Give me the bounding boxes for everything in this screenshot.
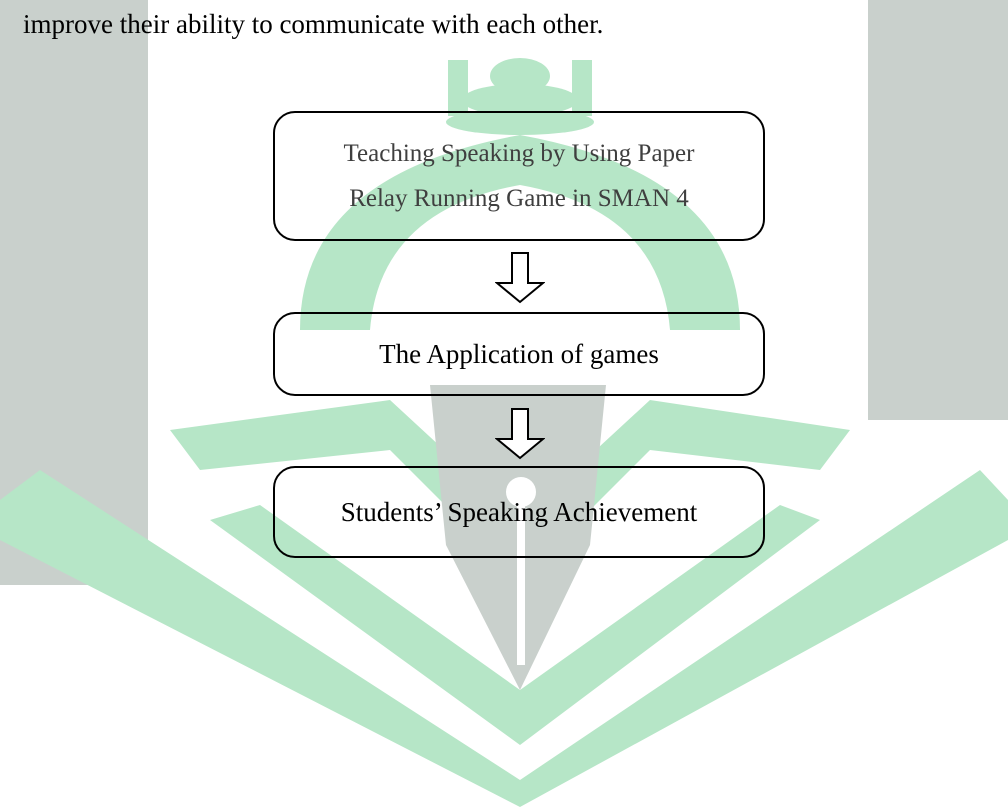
box-3-label: Students’ Speaking Achievement [340,497,698,527]
watermark-base [0,400,1008,807]
flowchart-box-application-of-games: The Application of games [273,312,765,396]
down-arrow-icon [495,408,545,460]
box-2-label: The Application of games [379,339,659,369]
box-1-line-1: Teaching Speaking by Using Paper [343,140,695,167]
intro-paragraph-line: improve their ability to communicate wit… [23,9,604,39]
flowchart-box-speaking-achievement: Students’ Speaking Achievement [273,466,765,558]
down-arrow-icon [495,252,545,304]
flowchart-box-teaching-speaking: Teaching Speaking by Using Paper Relay R… [273,111,765,241]
watermark-right-pillar [868,0,1008,420]
box-1-line-2: Relay Running Game in SMAN 4 [349,185,689,212]
